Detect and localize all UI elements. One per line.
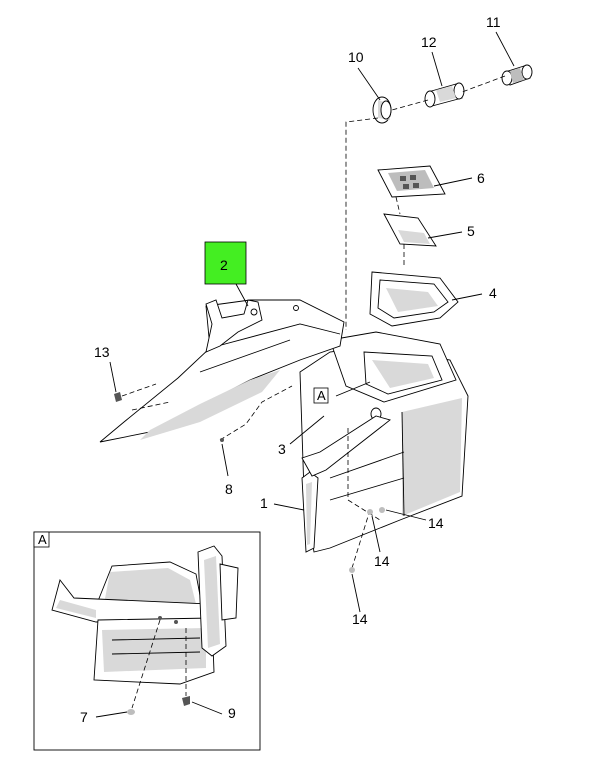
part-4-upper-housing — [369, 271, 459, 327]
part-10-bezel — [372, 96, 392, 124]
callout-10[interactable]: 10 — [348, 49, 364, 65]
inset-title-box — [33, 531, 50, 548]
part-7-grommet — [127, 709, 135, 715]
part-14-nut-a — [379, 507, 385, 513]
callout-1[interactable]: 1 — [260, 495, 268, 511]
part-8-clip — [220, 438, 224, 442]
callout-14-c[interactable]: 14 — [352, 611, 368, 627]
callout-12[interactable]: 12 — [421, 34, 437, 50]
callout-11[interactable]: 11 — [486, 14, 501, 30]
detail-ref-label: A — [317, 388, 326, 403]
callout-13[interactable]: 13 — [94, 344, 110, 360]
callout-5[interactable]: 5 — [467, 223, 475, 239]
detail-ref-box[interactable] — [313, 387, 329, 404]
highlight-box-part-2[interactable] — [204, 241, 247, 285]
part-14-nut-c — [349, 567, 355, 573]
callout-9[interactable]: 9 — [228, 705, 236, 721]
part-14-nut-b — [367, 509, 373, 515]
callout-14-a[interactable]: 14 — [428, 515, 444, 531]
main-console-assembly — [99, 299, 469, 553]
callout-14-b[interactable]: 14 — [374, 553, 390, 569]
part-13-screw — [114, 392, 122, 402]
part-11-plug — [501, 64, 533, 86]
callout-8[interactable]: 8 — [225, 481, 233, 497]
part-12-socket — [424, 82, 465, 108]
part-9-fastener — [182, 696, 190, 706]
callout-2[interactable]: 2 — [220, 257, 228, 273]
detail-a-inset: A 7 9 — [33, 531, 261, 751]
callout-7[interactable]: 7 — [80, 709, 88, 725]
inset-title-label: A — [38, 532, 47, 547]
part-5-bracket — [383, 213, 437, 247]
callout-6[interactable]: 6 — [477, 170, 485, 186]
part-6-switch-panel — [377, 165, 446, 198]
callout-4[interactable]: 4 — [489, 285, 497, 301]
callout-3[interactable]: 3 — [278, 441, 286, 457]
